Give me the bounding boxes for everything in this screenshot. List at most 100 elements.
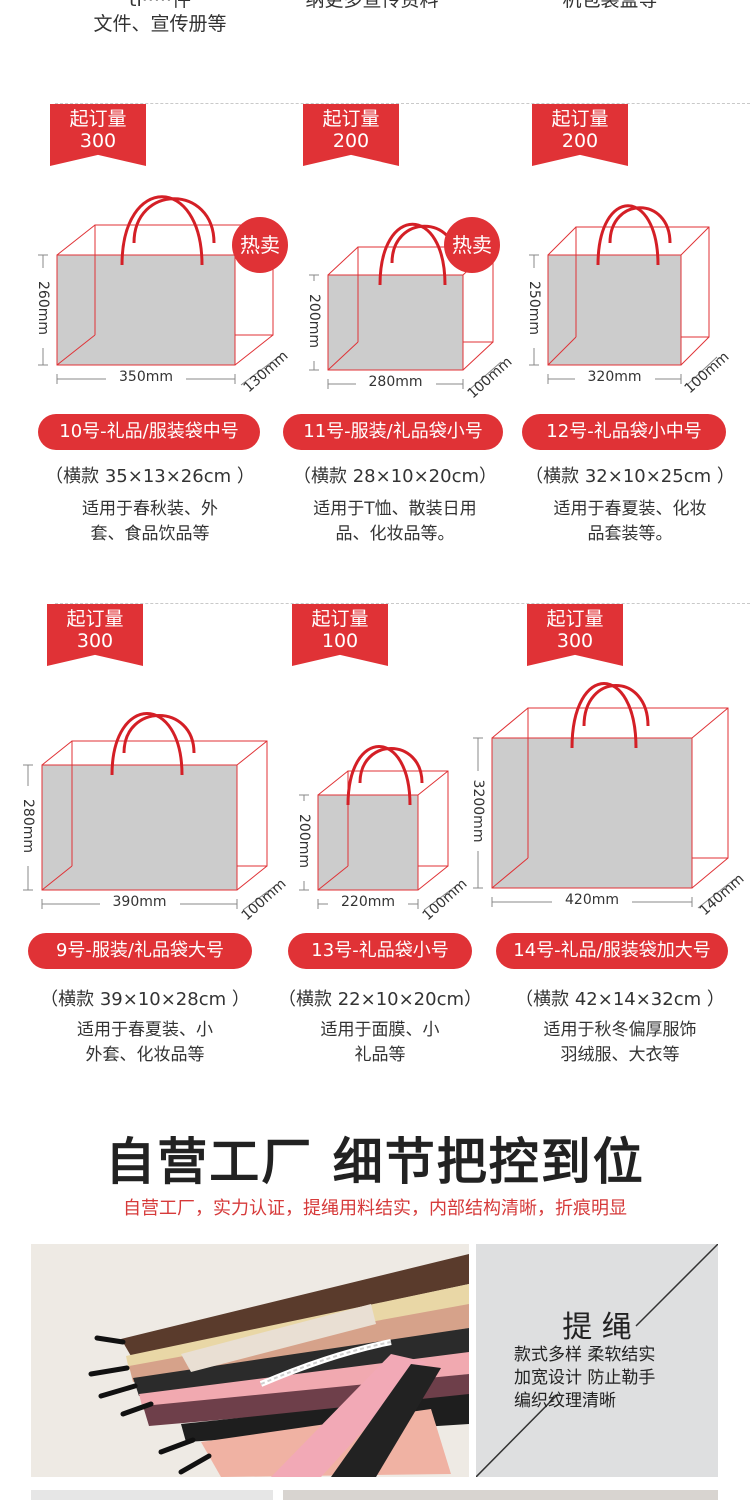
bag-spec: （横款 35×13×26cm ） [45, 466, 255, 487]
moq-label: 起订量 [322, 108, 380, 130]
section-headline: 自营工厂 细节把控到位 [105, 1133, 645, 1191]
rope-feature-1: 款式多样 柔软结实 [514, 1345, 656, 1365]
height-label: 200mm [296, 800, 312, 881]
bag-spec: （横款 32×10×25cm ） [525, 466, 735, 487]
panel-diagonal-lines [476, 1244, 718, 1477]
width-label: 220mm [328, 894, 408, 910]
top-caption-3-line2: 机包装盒等 [562, 0, 658, 11]
bag-usage-line1: 适用于春夏装、化妆 [553, 499, 707, 519]
rope-info-panel: 提 绳 款式多样 柔软结实 加宽设计 防止勒手 编织纹理清晰 [476, 1244, 718, 1477]
bag-name-pill[interactable]: 13号-礼品袋小号 [288, 933, 472, 969]
bag-name-pill[interactable]: 10号-礼品/服装袋中号 [38, 414, 260, 450]
bag-name-pill[interactable]: 11号-服装/礼品袋小号 [283, 414, 503, 450]
bag-usage-line1: 适用于秋冬偏厚服饰 [543, 1020, 697, 1040]
handle-back [608, 206, 672, 244]
moq-label: 起订量 [69, 108, 127, 130]
ropes-illustration [31, 1244, 469, 1477]
height-label: 250mm [526, 268, 542, 348]
bag-usage-line1: 适用于面膜、小 [320, 1020, 440, 1040]
top-caption-1-line1: ti·····件 [129, 0, 191, 11]
width-label: 390mm [99, 894, 180, 910]
handle-back [358, 747, 424, 784]
next-section-left [31, 1490, 273, 1500]
handle-front [346, 745, 412, 806]
handle-front [570, 682, 638, 749]
bag-spec: （横款 42×14×32cm ） [515, 989, 725, 1010]
bag-usage: 适用于T恤、散装日用品、化妆品等。 [275, 497, 515, 547]
moq-value: 300 [556, 630, 594, 652]
section-subtitle: 自营工厂，实力认证，提绳用料结实，内部结构清晰，折痕明显 [123, 1198, 627, 1219]
depth-label: 130mm [240, 347, 292, 397]
height-label: 3200mm [470, 771, 486, 851]
hot-badge: 热卖 [444, 217, 500, 273]
bag-spec: （横款 28×10×20cm） [292, 466, 498, 487]
moq-label: 起订量 [546, 608, 604, 630]
bag-spec: （横款 22×10×20cm） [277, 989, 483, 1010]
moq-label: 起订量 [311, 608, 369, 630]
moq-value: 100 [321, 630, 359, 652]
bag-name-pill[interactable]: 9号-服装/礼品袋大号 [28, 933, 252, 969]
hot-badge: 热卖 [232, 217, 288, 273]
bag-usage-line2: 套、食品饮品等 [90, 524, 210, 544]
top-caption-2-line2: 纳更多宣传资料 [305, 0, 439, 11]
moq-value: 200 [561, 130, 599, 152]
handle-back [132, 197, 216, 244]
bag-usage-line1: 适用于春秋装、外 [82, 499, 218, 519]
handle-front [120, 195, 204, 266]
bag-spec: （横款 39×10×28cm ） [40, 989, 250, 1010]
next-section-right [283, 1490, 718, 1500]
rope-title: 提 绳 [562, 1310, 632, 1345]
depth-label: 100mm [238, 875, 290, 925]
height-label: 200mm [306, 280, 322, 361]
moq-label: 起订量 [551, 108, 609, 130]
bag-usage: 适用于面膜、小礼品等 [260, 1018, 500, 1068]
rope-features: 款式多样 柔软结实 加宽设计 防止勒手 编织纹理清晰 [514, 1344, 655, 1413]
rope-feature-3: 编织纹理清晰 [514, 1391, 616, 1411]
bag-usage-line2: 品套装等。 [587, 524, 673, 544]
rope-feature-2: 加宽设计 防止勒手 [514, 1368, 656, 1388]
depth-label: 100mm [464, 353, 516, 403]
handle-back [582, 684, 650, 727]
bag-name-pill[interactable]: 14号-礼品/服装袋加大号 [496, 933, 728, 969]
top-caption-1: ti·····件 文件、宣传册等 [40, 0, 280, 36]
handle-front [596, 204, 660, 266]
height-label: 280mm [20, 785, 36, 866]
moq-value: 300 [76, 630, 114, 652]
width-label: 280mm [355, 374, 436, 390]
bag-usage: 适用于春夏装、化妆品套装等。 [510, 497, 750, 547]
bag-usage-line2: 品、化妆品等。 [335, 524, 455, 544]
moq-label: 起订量 [66, 608, 124, 630]
bag-name-pill[interactable]: 12号-礼品袋小中号 [522, 414, 726, 450]
top-caption-3: 机包装盒等 [490, 0, 730, 12]
top-caption-2: 纳更多宣传资料 [252, 0, 492, 12]
bag-usage-line1: 适用于春夏装、小 [77, 1020, 213, 1040]
handle-back [122, 714, 196, 754]
bag-usage: 适用于春夏装、小外套、化妆品等 [25, 1018, 265, 1068]
bag-usage: 适用于春秋装、外套、食品饮品等 [30, 497, 270, 547]
ropes-photo [31, 1244, 469, 1477]
handle-front [378, 222, 447, 286]
height-label: 260mm [35, 268, 51, 348]
depth-label: 100mm [419, 875, 471, 925]
bag-usage-line2: 羽绒服、大衣等 [560, 1045, 680, 1065]
section-divider-2 [55, 603, 750, 604]
bag-usage: 适用于秋冬偏厚服饰羽绒服、大衣等 [500, 1018, 740, 1068]
width-label: 320mm [574, 369, 655, 385]
width-label: 350mm [106, 369, 186, 385]
bag-usage-line2: 外套、化妆品等 [85, 1045, 205, 1065]
bag-usage-line2: 礼品等 [354, 1045, 406, 1065]
handle-front [110, 712, 184, 776]
depth-label: 140mm [696, 870, 748, 920]
moq-value: 200 [332, 130, 370, 152]
top-caption-1-line2: 文件、宣传册等 [93, 13, 227, 35]
section-divider-1 [55, 103, 750, 104]
moq-value: 300 [79, 130, 117, 152]
bag-usage-line1: 适用于T恤、散装日用 [313, 499, 477, 519]
depth-label: 100mm [681, 348, 733, 398]
